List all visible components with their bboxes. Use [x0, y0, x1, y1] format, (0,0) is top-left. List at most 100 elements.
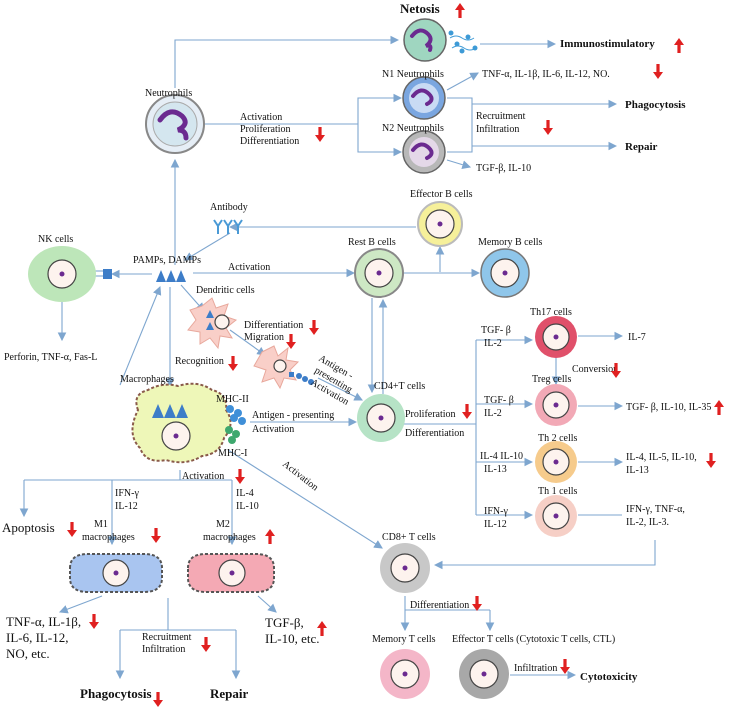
repair-bottom-label: Repair: [210, 686, 249, 701]
effector-b-cell: [417, 201, 463, 247]
activation-diag-label: Activation: [280, 459, 320, 494]
n2-neutrophil-cell: [402, 130, 446, 174]
infiltration-label-3: Infiltration: [514, 663, 557, 674]
n1-neutrophils-label: N1 Neutrophils: [382, 69, 444, 80]
treg-il2-label: IL-2: [484, 408, 502, 419]
th2-cytokines-2: IL-13: [626, 465, 649, 476]
neutrophil-cell: [145, 94, 205, 154]
infiltration-label: Infiltration: [476, 124, 519, 135]
perforin-label: Perforin, TNF-α, Fas-L: [4, 352, 97, 363]
m1-label-a: M1: [94, 519, 108, 530]
rest-b-cell: [354, 248, 404, 298]
activation-label-1: Activation: [240, 112, 282, 123]
phagocytosis-down-arrow: [153, 692, 163, 707]
th1-cells-label: Th 1 cells: [538, 486, 578, 497]
antigen-presenting-line-label: Antigen - presenting: [252, 410, 334, 421]
cd8-t-cells-label: CD8+ T cells: [382, 532, 436, 543]
phagocytosis-top-label: Phagocytosis: [625, 99, 686, 111]
recruitment-label: Recruitment: [476, 111, 526, 122]
recognition-down-arrow: [228, 356, 238, 371]
pamps-damps-label: PAMPs, DAMPs: [133, 255, 201, 266]
m2-macrophage-cell: [187, 553, 275, 593]
n1-neutrophil-cell: [402, 76, 446, 120]
recognition-label: Recognition: [175, 356, 224, 367]
th1-cytokines-1: IFN-γ, TNF-α,: [626, 504, 685, 515]
differentiation-label-1: Differentiation: [240, 136, 299, 147]
il7-label: IL-7: [628, 332, 646, 343]
m1-cytokines-2: IL-6, IL-12,: [6, 630, 68, 645]
th1-il12-label: IL-12: [484, 519, 507, 530]
treg-tgf-label: TGF- β: [484, 395, 514, 406]
recruitment-down-arrow: [543, 120, 553, 135]
th2-cytokines-down-arrow: [706, 453, 716, 468]
m1-label-b: macrophages: [82, 532, 135, 543]
proliferation-label-2: Proliferation: [405, 409, 456, 420]
mhc-ii-label: MHC-II: [216, 394, 249, 405]
m1-cytokines-1: TNF-α, IL-1β,: [6, 614, 81, 629]
activation-label-4: Activation: [182, 471, 224, 482]
th17-cell: [535, 316, 577, 358]
m2-il4-label: IL-4: [236, 488, 254, 499]
m1-il12-label: IL-12: [115, 501, 138, 512]
activation-label-3: Activation: [252, 424, 294, 435]
activation-label-2: Activation: [228, 262, 270, 273]
n1-cytokines-down-arrow: [653, 64, 663, 79]
conversion-label: Conversion: [572, 364, 618, 375]
m1-ifn-label: IFN-γ: [115, 488, 139, 499]
m2-label-b: macrophages: [203, 532, 256, 543]
cd4-t-cells-label: CD4+T cells: [374, 381, 425, 392]
effector-b-cells-label: Effector B cells: [410, 189, 473, 200]
treg-cytokines-up-arrow: [714, 400, 724, 415]
dendritic-cells-label: Dendritic cells: [196, 285, 255, 296]
m1-macrophage-cell: [69, 553, 163, 593]
treg-cytokines-label: TGF- β, IL-10, IL-35: [626, 402, 711, 413]
nk-cell: [28, 246, 112, 302]
migration-label: Migration: [244, 332, 284, 343]
immunostimulatory-label: Immunostimulatory: [560, 38, 655, 50]
m2-cytokines-1: TGF-β,: [265, 615, 304, 630]
rest-b-cells-label: Rest B cells: [348, 237, 396, 248]
neutrophils-label: Neutrophils: [145, 88, 192, 99]
effector-t-cell: [459, 649, 509, 699]
th2-il13-label: IL-13: [484, 464, 507, 475]
th1-cytokines-2: IL-2, IL-3.: [626, 517, 669, 528]
th17-cells-label: Th17 cells: [530, 307, 572, 318]
th17-tgf-label: TGF- β: [481, 325, 511, 336]
treg-cells-label: Treg cells: [532, 374, 571, 385]
activation-down-arrow: [315, 127, 325, 142]
proliferation-label-1: Proliferation: [240, 124, 291, 135]
apoptosis-down-arrow: [67, 522, 77, 537]
th2-cells-label: Th 2 cells: [538, 433, 578, 444]
cd8-t-cell: [380, 543, 430, 593]
netosis-up-arrow: [455, 3, 465, 18]
netosis-label: Netosis: [400, 1, 440, 16]
m1-cytokines-3: NO, etc.: [6, 646, 50, 661]
infiltration-down-arrow-3: [560, 659, 570, 674]
macrophages-label: Macrophages: [120, 374, 174, 385]
mhc-i-label: MHC-I: [218, 448, 247, 459]
antibody-icon: [213, 219, 243, 234]
antibody-label: Antibody: [210, 202, 248, 213]
dendritic-cell: [187, 297, 238, 350]
differentiation-down-arrow-4: [472, 596, 482, 611]
th17-il2-label: IL-2: [484, 338, 502, 349]
apoptosis-label: Apoptosis: [2, 520, 55, 535]
pamps-damps-icon: [156, 270, 186, 282]
th2-cell: [535, 441, 577, 483]
m2-il10-label: IL-10: [236, 501, 259, 512]
immunostimulatory-up-arrow: [674, 38, 684, 53]
repair-top-label: Repair: [625, 141, 658, 153]
differentiation-down-arrow-2: [309, 320, 319, 335]
memory-t-cells-label: Memory T cells: [372, 634, 436, 645]
recruitment-label-2: Recruitment: [142, 632, 192, 643]
m2-up-arrow: [265, 529, 275, 544]
activation-down-arrow-4: [235, 469, 245, 484]
th2-cytokines-1: IL-4, IL-5, IL-10,: [626, 452, 697, 463]
memory-b-cell: [480, 248, 530, 298]
memory-b-cells-label: Memory B cells: [478, 237, 543, 248]
macrophage-cell: [131, 382, 246, 464]
differentiation-label-4: Differentiation: [410, 600, 469, 611]
n2-cytokines-label: TGF-β, IL-10: [476, 163, 531, 174]
migration-down-arrow: [286, 334, 296, 349]
